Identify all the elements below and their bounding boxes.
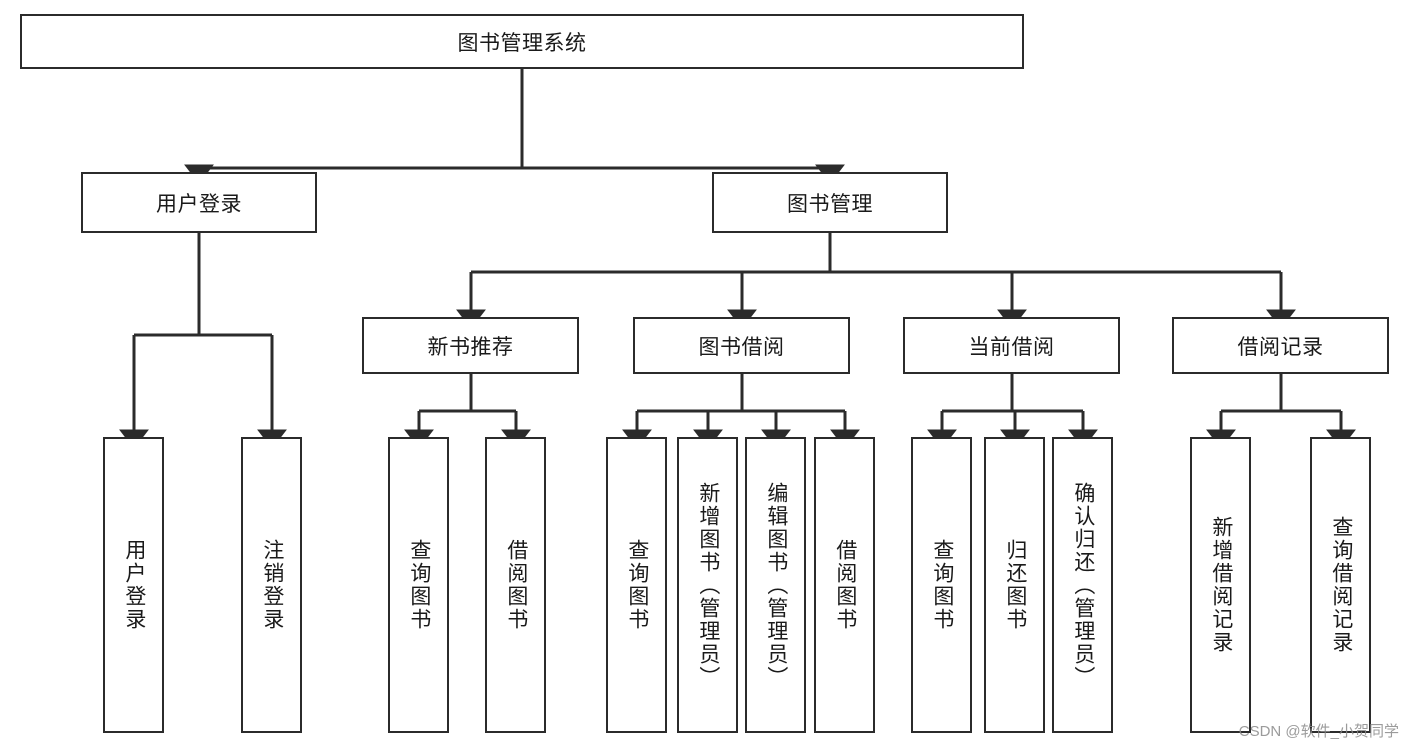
node-leaf-borrow-book[interactable]: 借阅图书 (814, 437, 875, 733)
node-leaf-add-record[interactable]: 新增借阅记录 (1190, 437, 1251, 733)
node-label: 查询图书 (407, 539, 431, 631)
node-current-borrow[interactable]: 当前借阅 (903, 317, 1120, 374)
node-label: 注销登录 (260, 539, 284, 631)
edge-group (119, 69, 1356, 449)
node-label: 查询图书 (625, 539, 649, 631)
node-label: 用户登录 (156, 192, 242, 216)
node-leaf-query-book-rec[interactable]: 查询图书 (388, 437, 449, 733)
node-label: 图书管理 (787, 192, 873, 216)
node-leaf-edit-book[interactable]: 编辑图书（管理员） (745, 437, 806, 733)
node-label: 用户登录 (122, 539, 146, 631)
node-leaf-user-login[interactable]: 用户登录 (103, 437, 164, 733)
node-label: 确认归还（管理员） (1071, 481, 1095, 689)
node-label: 新书推荐 (427, 335, 514, 359)
node-book-manage[interactable]: 图书管理 (712, 172, 948, 233)
node-label: 查询图书 (930, 539, 954, 631)
node-leaf-query-book-borrow[interactable]: 查询图书 (606, 437, 667, 733)
node-label: 新增借阅记录 (1209, 516, 1233, 654)
node-leaf-borrow-book-rec[interactable]: 借阅图书 (485, 437, 546, 733)
node-leaf-query-book-current[interactable]: 查询图书 (911, 437, 972, 733)
node-label: 借阅记录 (1237, 335, 1324, 359)
node-user-login[interactable]: 用户登录 (81, 172, 317, 233)
node-label: 新增图书（管理员） (696, 481, 720, 689)
node-new-book-rec[interactable]: 新书推荐 (362, 317, 579, 374)
node-label: 图书管理系统 (457, 31, 587, 55)
node-label: 编辑图书（管理员） (764, 481, 788, 689)
node-borrow-record[interactable]: 借阅记录 (1172, 317, 1389, 374)
node-root[interactable]: 图书管理系统 (20, 14, 1024, 69)
node-leaf-add-book[interactable]: 新增图书（管理员） (677, 437, 738, 733)
node-leaf-confirm-return[interactable]: 确认归还（管理员） (1052, 437, 1113, 733)
node-leaf-user-logout[interactable]: 注销登录 (241, 437, 302, 733)
node-label: 当前借阅 (968, 335, 1055, 359)
node-leaf-return-book[interactable]: 归还图书 (984, 437, 1045, 733)
node-label: 借阅图书 (504, 539, 528, 631)
node-label: 查询借阅记录 (1329, 516, 1353, 654)
node-leaf-query-record[interactable]: 查询借阅记录 (1310, 437, 1371, 733)
node-label: 图书借阅 (698, 335, 785, 359)
node-label: 归还图书 (1003, 539, 1027, 631)
node-book-borrow[interactable]: 图书借阅 (633, 317, 850, 374)
node-label: 借阅图书 (833, 539, 857, 631)
watermark: CSDN @软件_小贺同学 (1238, 723, 1399, 740)
